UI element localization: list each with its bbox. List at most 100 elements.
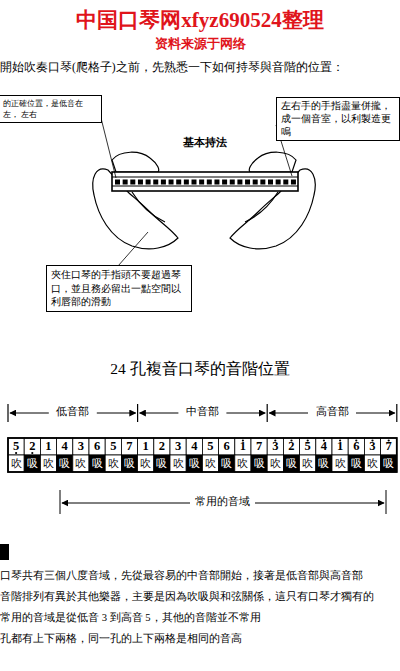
table-cell: 吸 <box>316 455 332 472</box>
grid-cell <box>57 438 73 455</box>
range-tick <box>267 404 268 422</box>
table-cell: 吸 <box>24 455 40 472</box>
table-cell: 吹 <box>332 455 348 472</box>
range-label: 中音部 <box>178 406 226 419</box>
table-cell: 吸 <box>57 455 73 472</box>
table-cell: 吸 <box>121 455 137 472</box>
hole <box>153 180 158 185</box>
section-title: 24 孔複音口琴的音階位置 <box>0 360 400 379</box>
grid-cell <box>332 455 348 472</box>
hole <box>169 180 174 185</box>
grid-cell <box>235 455 251 472</box>
grid-cell <box>40 455 56 472</box>
bracket-tick <box>386 490 387 514</box>
body-text: 口琴共有三個八度音域，先從最容易的中音部開始，接著是低音部與高音部 <box>0 570 363 583</box>
table-cell: 4 <box>57 438 73 455</box>
callout-text: 的正確位置，是低音在左， 左右 <box>3 98 97 120</box>
table-cell: 3 <box>73 438 89 455</box>
grid-cell <box>364 455 380 472</box>
table-cell: 5 <box>8 438 24 455</box>
table-cell: 3 <box>267 438 283 455</box>
grid-cell <box>154 455 170 472</box>
callout-text: 左右手的手指盡量併攏， 成一個音室，以利製造更 鳴 <box>281 100 395 138</box>
range-label: 常用的音域 <box>190 496 255 509</box>
figure-caption: 基本持法 <box>170 136 240 149</box>
grid-cell <box>105 438 121 455</box>
bracket-tick <box>60 490 61 514</box>
grid-cell <box>121 438 137 455</box>
hole <box>268 180 273 185</box>
grid-cell <box>251 438 267 455</box>
hole <box>192 180 197 185</box>
hole <box>138 180 143 185</box>
grid-cell <box>364 438 380 455</box>
grid-cell <box>40 438 56 455</box>
harmonica-edge <box>112 176 298 177</box>
table-cell: 吸 <box>89 455 105 472</box>
harmonica-body <box>112 172 298 191</box>
hole <box>130 180 135 185</box>
grid-cell <box>332 438 348 455</box>
table-cell: 吸 <box>186 455 202 472</box>
grid-cell <box>8 438 24 455</box>
body-text: 開始吹奏口琴(爬格子)之前，先熟悉一下如何持琴與音階的位置： <box>0 61 344 75</box>
range-tick <box>7 404 8 422</box>
hole <box>184 180 189 185</box>
grid-cell <box>24 455 40 472</box>
hole <box>245 180 250 185</box>
table-cell: 吹 <box>73 455 89 472</box>
bracket-arrow <box>62 503 190 504</box>
table-cell: 1 <box>40 438 56 455</box>
watermark: 中国口琴网xfyz690524整理 <box>0 8 400 33</box>
table-cell: 1 <box>332 438 348 455</box>
grid-cell <box>89 438 105 455</box>
grid-cell <box>300 455 316 472</box>
callout-box: 左右手的手指盡量併攏， 成一個音室，以利製造更 鳴 <box>276 97 400 141</box>
grid-border <box>8 438 397 472</box>
grid-cell <box>170 455 186 472</box>
table-cell: 1 <box>138 438 154 455</box>
table-cell: 吹 <box>105 455 121 472</box>
hole <box>237 180 242 185</box>
grid-cell <box>267 438 283 455</box>
range-tick <box>137 404 138 422</box>
right-fingers <box>249 152 296 172</box>
hole <box>283 180 288 185</box>
grid-cell <box>300 438 316 455</box>
table-cell: 吸 <box>381 455 397 472</box>
grid-cell <box>267 455 283 472</box>
grid-cell <box>24 438 40 455</box>
table-cell: 吸 <box>219 455 235 472</box>
table-cell: 吹 <box>300 455 316 472</box>
grid-cell <box>235 438 251 455</box>
table-cell: 3 <box>170 438 186 455</box>
table-cell: 吸 <box>348 455 364 472</box>
grid-cell <box>154 438 170 455</box>
grid-cell <box>73 455 89 472</box>
hole <box>276 180 281 185</box>
grid-cell <box>202 438 218 455</box>
range-label: 高音部 <box>308 406 356 419</box>
leader-line <box>118 232 148 266</box>
left-fingers <box>112 152 159 172</box>
table-cell: 3 <box>364 438 380 455</box>
grid-cell <box>170 438 186 455</box>
grid-cell <box>316 455 332 472</box>
callout-text: 夾住口琴的手指頭不要超過琴口，並且務必留出一點空間以利唇部的滑動 <box>51 268 187 309</box>
grid-cell <box>138 455 154 472</box>
table-cell: 6 <box>219 438 235 455</box>
table-cell: 吸 <box>283 455 299 472</box>
hole <box>207 180 212 185</box>
range-arrow <box>356 413 395 414</box>
leader-lines <box>100 114 292 266</box>
table-cell: 吹 <box>267 455 283 472</box>
grid-cell <box>219 438 235 455</box>
table-cell: 2 <box>283 438 299 455</box>
callout-box: 夾住口琴的手指頭不要超過琴口，並且務必留出一點空間以利唇部的滑動 <box>46 265 192 312</box>
table-cell: 5 <box>202 438 218 455</box>
table-cell: 7 <box>251 438 267 455</box>
hole <box>253 180 258 185</box>
table-cell: 吸 <box>251 455 267 472</box>
right-thumb <box>245 192 278 222</box>
grid-cell <box>348 438 364 455</box>
